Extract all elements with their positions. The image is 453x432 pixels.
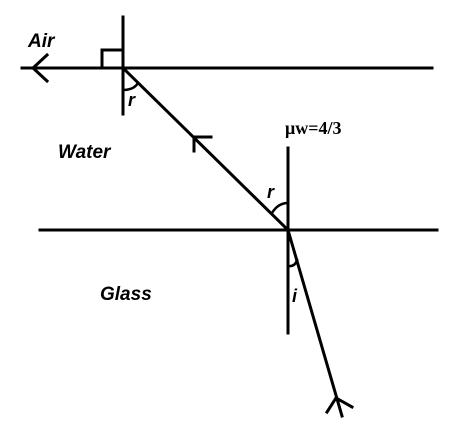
right-angle-marker bbox=[100, 48, 125, 70]
angle-arc-r-bottom bbox=[270, 201, 290, 215]
angle-arc-r-top bbox=[121, 81, 140, 92]
air-ray-arrowhead bbox=[30, 52, 50, 84]
glass-ray-arrowhead bbox=[324, 395, 355, 415]
refractive-index-label: μw=4/3 bbox=[285, 118, 341, 138]
air-label: Air bbox=[27, 31, 56, 52]
ray-in-water bbox=[120, 65, 291, 233]
angle-i-label: i bbox=[292, 286, 298, 306]
water-ray-arrowhead bbox=[192, 135, 213, 153]
water-label: Water bbox=[58, 142, 112, 163]
ray-in-glass bbox=[286, 228, 344, 418]
angle-r-bottom-label: r bbox=[267, 182, 275, 202]
angle-r-top-label: r bbox=[128, 90, 136, 110]
glass-label: Glass bbox=[100, 284, 152, 305]
